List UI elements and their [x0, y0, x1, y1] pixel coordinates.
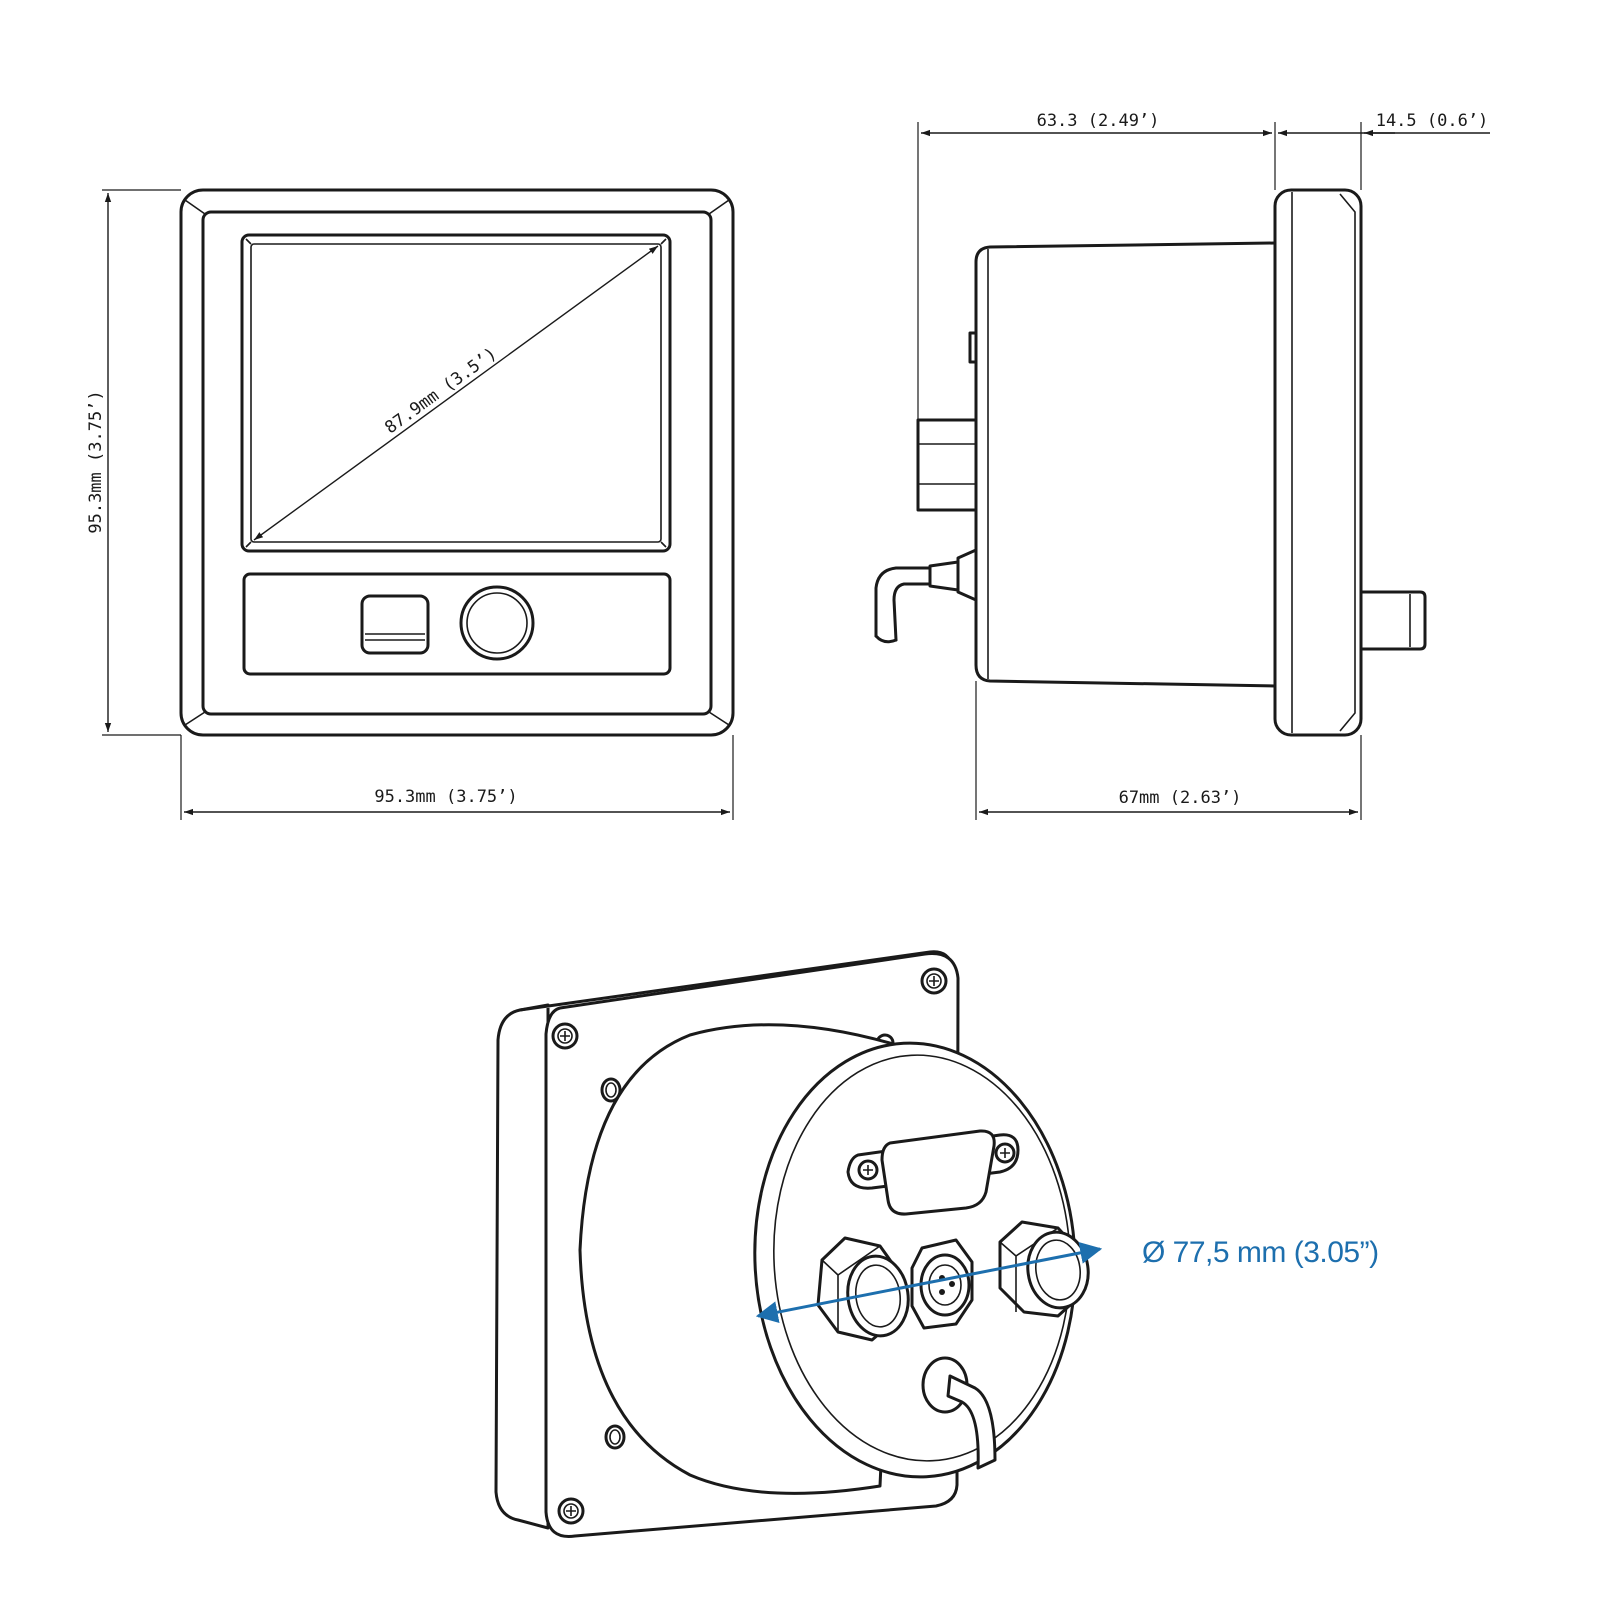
screen-diagonal-dim-line	[253, 245, 659, 541]
side-view: 63.3 (2.49’) 14.5 (0.6’) 67mm (2.63’)	[874, 111, 1490, 820]
side-knob-stub	[1359, 590, 1427, 651]
side-cable-end	[874, 634, 898, 644]
side-cable-gland-tip	[928, 560, 960, 592]
rear-flange-side	[494, 1003, 550, 1530]
plate-screw-top-left	[551, 1022, 579, 1050]
screen-bevel-lines	[245, 238, 667, 548]
display-screen-inner	[250, 243, 662, 543]
plate-hole-left	[600, 1077, 622, 1103]
screen-diagonal-label: 87.9mm (3.5’)	[381, 344, 500, 438]
dsub-connector	[846, 1129, 1020, 1216]
rear-diameter-label: Ø 77,5 mm (3.05”)	[1142, 1236, 1379, 1269]
rear-cable-gland	[921, 1356, 997, 1470]
side-screw-boss	[968, 331, 978, 364]
soft-key-detail	[365, 633, 425, 641]
side-cable-gland	[956, 548, 978, 602]
side-housing	[974, 241, 1277, 688]
rotary-knob-inner	[466, 592, 528, 654]
front-bezel-outer	[179, 188, 735, 737]
plate-hole-left-inner	[605, 1082, 617, 1098]
front-bezel-inner	[201, 210, 713, 716]
body-depth-label: 63.3 (2.49’)	[1037, 111, 1160, 131]
bezel-depth-label: 14.5 (0.6’)	[1376, 111, 1489, 131]
display-screen-outer	[240, 233, 672, 553]
front-width-label: 95.3mm (3.75’)	[374, 787, 517, 807]
plate-hole-bottom-inner	[609, 1429, 621, 1445]
rear-perspective-view: Ø 77,5 mm (3.05”)	[494, 950, 1379, 1538]
side-hex-connector	[916, 418, 978, 512]
front-height-label: 95.3mm (3.75’)	[86, 390, 106, 533]
right-hex-fitting	[998, 1220, 1090, 1318]
keypad-panel	[242, 572, 672, 676]
soft-key-button	[360, 594, 430, 655]
rotary-knob	[459, 585, 535, 661]
diameter-dim-line	[755, 1242, 1103, 1323]
bezel-corner-lines	[184, 199, 730, 726]
plate-screw-bottom-left	[557, 1497, 585, 1525]
total-depth-label: 67mm (2.63’)	[1119, 788, 1242, 808]
plate-hole-bottom	[604, 1424, 626, 1450]
side-cable	[874, 566, 932, 642]
plate-screw-top-right	[920, 967, 948, 995]
side-bezel-flange	[1273, 188, 1363, 737]
side-bezel-bevel	[1339, 193, 1356, 732]
front-view: 87.9mm (3.5’) 95.3mm (3.75’) 95.3mm (3.7…	[86, 188, 735, 820]
